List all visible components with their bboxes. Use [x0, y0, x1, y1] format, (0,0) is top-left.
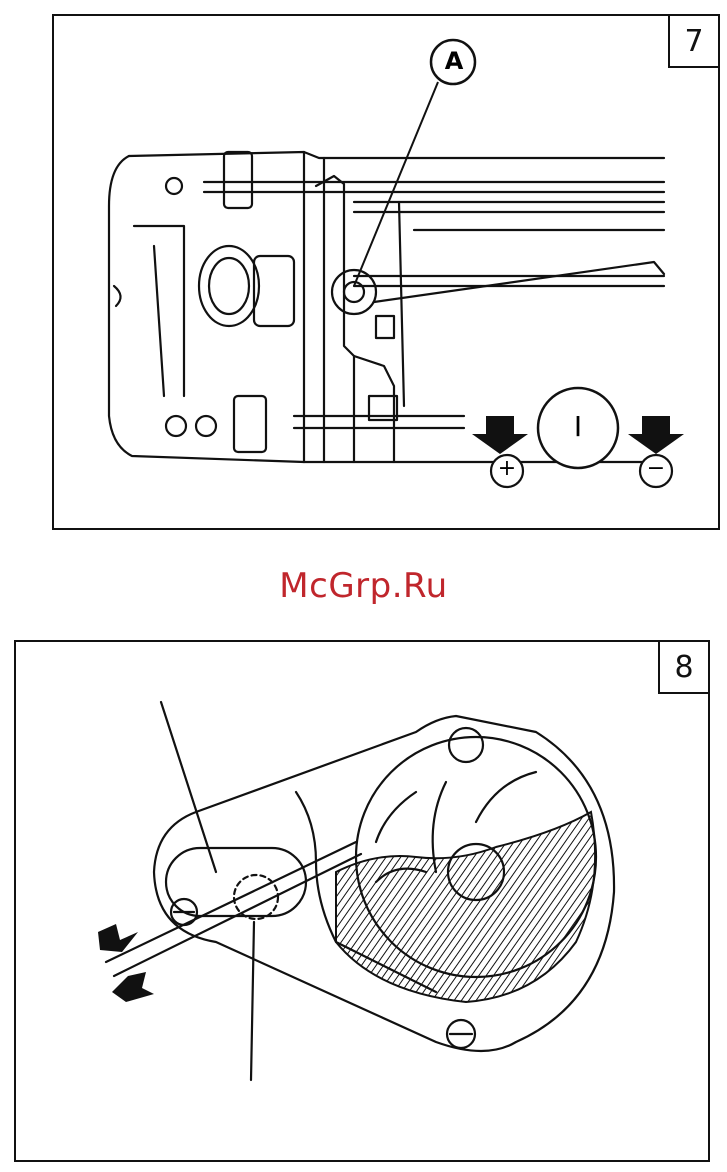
watermark-text: McGrp.Ru [0, 566, 727, 606]
plus-sign: + [497, 456, 517, 481]
callout-a-label: A [443, 47, 465, 75]
figure-7-panel: 7 [52, 14, 720, 530]
callout-a-marker [354, 40, 475, 286]
dial-mark: I [568, 410, 588, 443]
minus-sign: − [646, 456, 666, 481]
figure-8-illustration [16, 642, 708, 1160]
belt-tension-arrow-up-icon [112, 972, 154, 1002]
figure-8-panel: 8 [14, 640, 710, 1162]
belt-tension-arrow-down-icon [98, 924, 138, 952]
figure-7-illustration [54, 16, 718, 528]
